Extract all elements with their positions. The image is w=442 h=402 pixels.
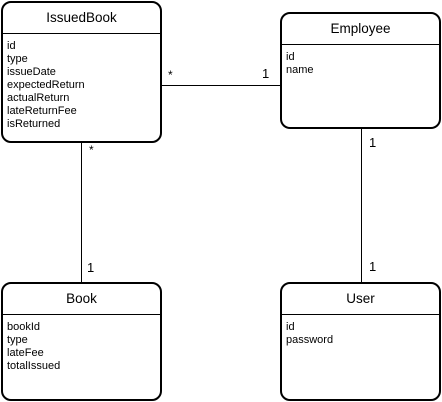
multiplicity-employee-user-from: 1 [369, 135, 377, 150]
attribute: actualReturn [7, 92, 70, 104]
attribute: bookId [7, 321, 41, 333]
attribute: type [7, 53, 28, 65]
class-issuedbook[interactable]: IssuedBook id type issueDate expectedRet… [1, 1, 162, 143]
attribute: id [7, 40, 16, 52]
attribute: expectedReturn [7, 79, 85, 91]
class-employee[interactable]: Employee id name [280, 12, 441, 129]
multiplicity-issuedbook-employee-from: * [168, 68, 173, 82]
attribute: issueDate [7, 66, 56, 78]
attribute: lateReturnFee [7, 105, 77, 117]
class-name: IssuedBook [3, 3, 160, 34]
attribute: isReturned [7, 118, 61, 130]
attribute: password [286, 334, 334, 346]
attribute-list: id type issueDate expectedReturn actualR… [3, 34, 160, 131]
attribute-list: id name [282, 45, 439, 77]
attribute: id [286, 321, 295, 333]
attribute: id [286, 51, 295, 63]
attribute-list: bookId type lateFee totalIssued [3, 315, 160, 373]
association-employee-user [361, 128, 362, 283]
attribute: name [286, 64, 314, 76]
class-user[interactable]: User id password [280, 282, 441, 401]
class-name: Employee [282, 14, 439, 45]
multiplicity-issuedbook-employee-to: 1 [262, 66, 270, 81]
multiplicity-issuedbook-book-to: 1 [87, 260, 95, 275]
attribute: totalIssued [7, 360, 61, 372]
class-book[interactable]: Book bookId type lateFee totalIssued [1, 282, 162, 401]
attribute-list: id password [282, 315, 439, 347]
attribute: lateFee [7, 347, 44, 359]
attribute: type [7, 334, 28, 346]
multiplicity-issuedbook-book-from: * [89, 143, 94, 157]
class-name: User [282, 284, 439, 315]
class-name: Book [3, 284, 160, 315]
association-issuedbook-book [81, 142, 82, 283]
multiplicity-employee-user-to: 1 [369, 259, 377, 274]
association-issuedbook-employee [161, 85, 281, 86]
